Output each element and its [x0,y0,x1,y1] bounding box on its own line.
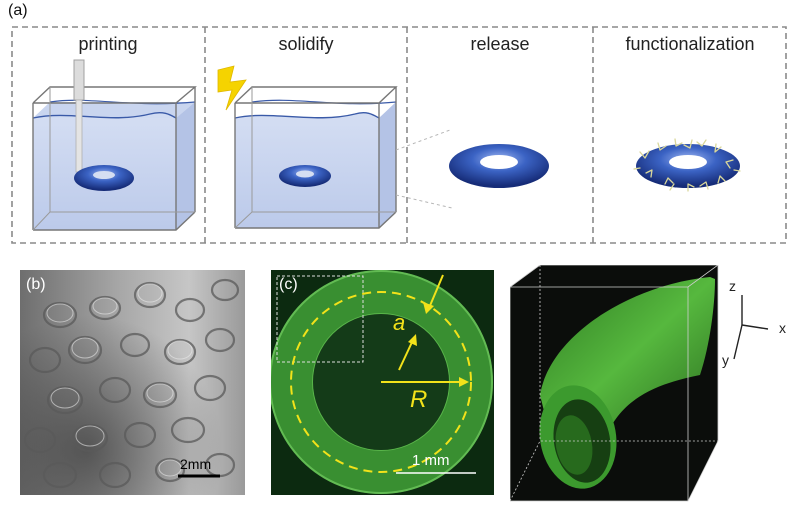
scale-bar-c-label: 1 mm [412,452,450,469]
panel-c-fluorescence [271,270,494,495]
panel-b-micrograph [20,270,245,495]
axes-icon [733,295,769,360]
nozzle-needle [75,99,83,173]
arrow-a-outer [428,274,444,309]
bounding-box [510,265,719,502]
arrow-a-inner [398,339,414,371]
symbol-a: a [393,310,406,335]
panel-3d-render [510,265,769,502]
panel-a-label: (a) [8,2,28,19]
axis-x-label: x [779,320,786,336]
step-title-release: release [470,34,530,54]
surface-ligands [633,138,741,192]
axis-z-label: z [729,278,736,294]
center-circle [290,291,472,473]
rings-layer [23,278,240,489]
step-title-solidify: solidify [278,34,334,54]
lightning-bolt-icon [217,65,247,111]
step-title-functionalization: functionalization [625,34,755,54]
step-title-printing: printing [78,34,138,54]
panel-a-diagram [11,26,787,244]
axis-y-label: y [722,352,729,368]
nozzle [73,59,85,101]
functionalized-torus [633,138,741,192]
symbol-R: R [410,386,428,413]
release-torus [449,144,549,188]
printing-box [32,59,197,231]
panel-c-label: (c) [279,276,298,293]
scale-bar-b-label: 2mm [180,456,212,472]
panel-a-frame [11,26,787,244]
zoom-box [276,275,364,363]
panel-b-label: (b) [26,276,46,293]
solidify-box [217,65,453,229]
